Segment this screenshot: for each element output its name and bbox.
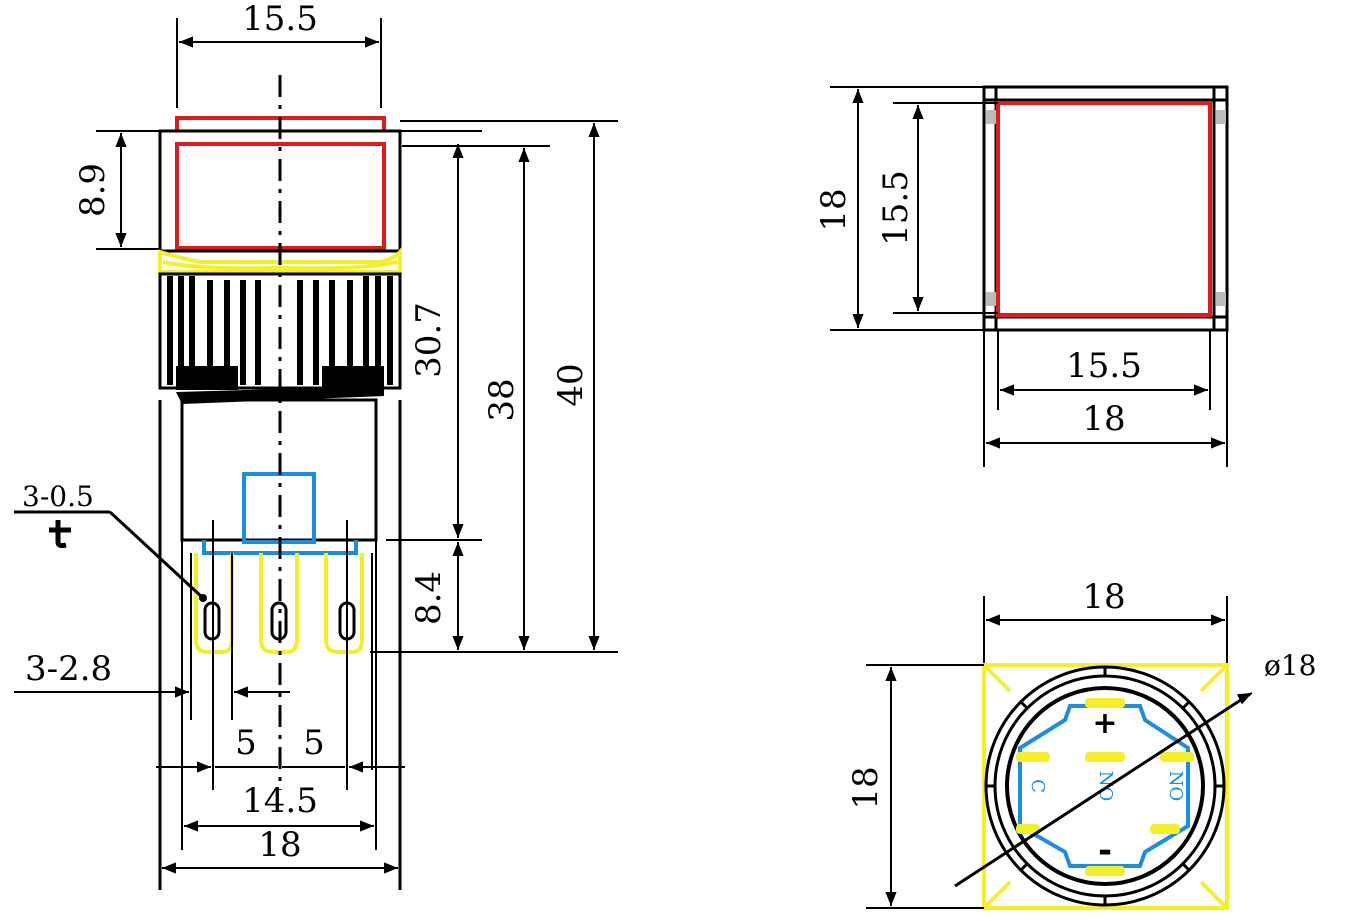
dim-top-width: 15.5 (242, 0, 318, 39)
dim-bottom-height: 18 (846, 766, 886, 809)
minus-mark: - (1098, 831, 1112, 871)
thickness-symbol (49, 520, 71, 549)
dim-pitch-right: 5 (303, 723, 325, 763)
terminal-label-no-mid: NO (1095, 771, 1116, 802)
bottom-view: 18 + - C NO (846, 577, 1317, 910)
label-terminal-width: 3-2.8 (25, 649, 112, 689)
terminals (190, 520, 373, 790)
dim-inner-width: 15.5 (1066, 346, 1142, 386)
dim-outer-height: 18 (814, 188, 854, 231)
dim-base-width: 18 (258, 825, 301, 865)
dim-height-38: 38 (482, 378, 522, 421)
dim-outer-width: 18 (1082, 399, 1125, 439)
outer-frame (982, 85, 1229, 332)
cap-square (996, 101, 1212, 317)
label-terminal-spec: 3-0.5 (22, 480, 94, 513)
dim-total-height: 40 (551, 363, 591, 406)
terminal-label-no-right: NO (1165, 771, 1186, 802)
diameter-leader (954, 692, 1251, 888)
plus-mark: + (1092, 706, 1117, 741)
dim-pin-span: 14.5 (242, 781, 318, 821)
dim-inner-height: 15.5 (876, 170, 916, 246)
terminal-label-c: C (1027, 779, 1048, 793)
dim-body-height: 30.7 (409, 302, 449, 378)
dim-cap-height: 8.9 (73, 163, 113, 217)
front-view: 15.5 8.9 (14, 0, 618, 890)
bezel (158, 246, 402, 274)
dim-terminal-length: 8.4 (409, 571, 449, 625)
base-square (982, 663, 1229, 910)
contact-housing (1018, 704, 1190, 868)
dim-diameter: ø18 (1264, 649, 1317, 682)
dim-pitch-left: 5 (235, 723, 257, 763)
top-view: 18 15.5 15.5 18 (814, 85, 1229, 467)
terminal-right (324, 553, 364, 654)
dim-bottom-width: 18 (1082, 577, 1125, 617)
